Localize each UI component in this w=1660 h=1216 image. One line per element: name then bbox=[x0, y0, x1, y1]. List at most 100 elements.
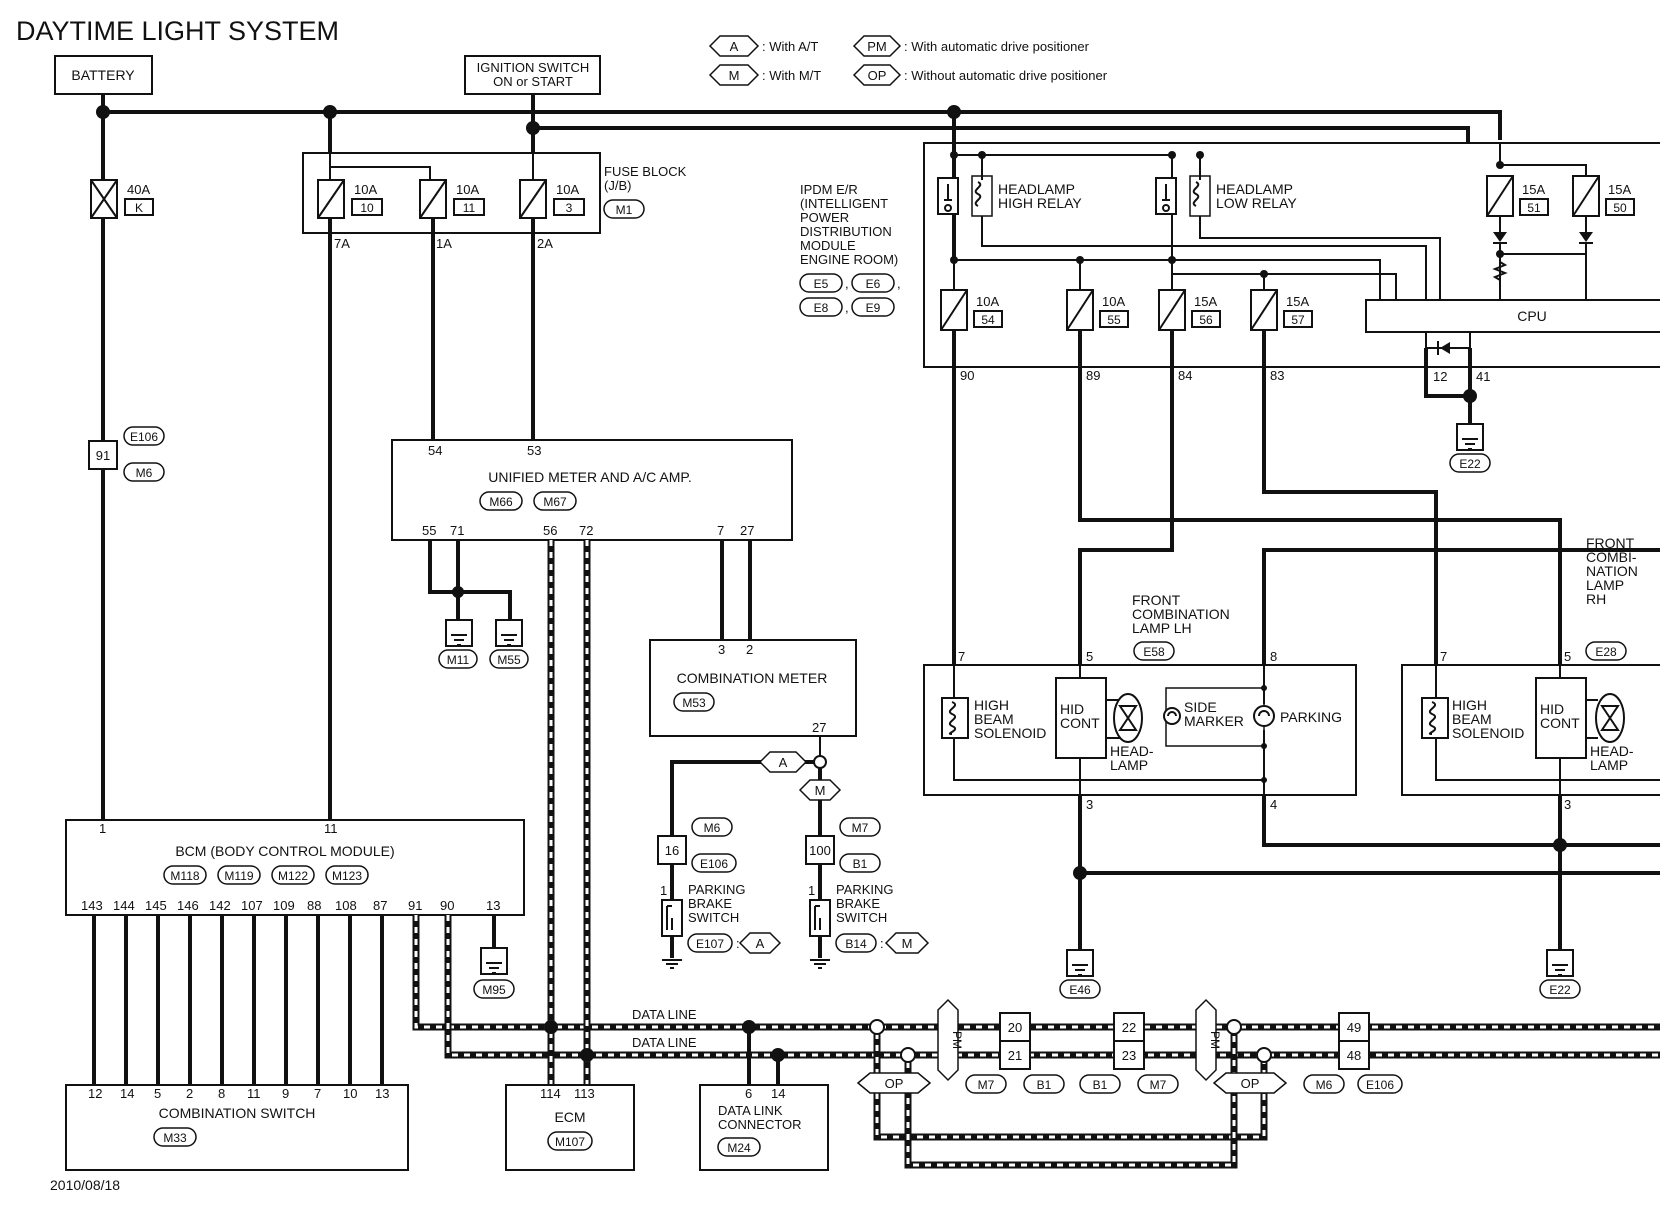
svg-text:49: 49 bbox=[1347, 1020, 1361, 1035]
svg-text:M7: M7 bbox=[978, 1078, 995, 1092]
svg-text:53: 53 bbox=[527, 443, 541, 458]
svg-text:: Without automatic drive posi: : Without automatic drive positioner bbox=[904, 68, 1108, 83]
svg-text:55: 55 bbox=[422, 523, 436, 538]
svg-text:SWITCH: SWITCH bbox=[688, 910, 739, 925]
svg-text:91: 91 bbox=[96, 448, 110, 463]
svg-text:7: 7 bbox=[958, 649, 965, 664]
svg-text:E22: E22 bbox=[1459, 457, 1481, 471]
svg-text:27: 27 bbox=[740, 523, 754, 538]
unified-meter: 54 53 UNIFIED METER AND A/C AMP. M66 M67… bbox=[391, 439, 793, 541]
svg-text:2: 2 bbox=[186, 1086, 193, 1101]
svg-text:LOW RELAY: LOW RELAY bbox=[1216, 195, 1297, 211]
svg-text:M11: M11 bbox=[447, 653, 470, 667]
svg-text:(INTELLIGENT: (INTELLIGENT bbox=[800, 196, 888, 211]
svg-text:15A: 15A bbox=[1522, 182, 1545, 197]
svg-text:COMBINATION: COMBINATION bbox=[1132, 606, 1230, 622]
svg-text:57: 57 bbox=[1291, 313, 1305, 327]
ground-m95 bbox=[473, 979, 515, 999]
svg-text:,: , bbox=[845, 276, 849, 291]
svg-text:10A: 10A bbox=[354, 182, 377, 197]
svg-text:72: 72 bbox=[579, 523, 593, 538]
svg-text:E6: E6 bbox=[866, 277, 881, 291]
svg-text:POWER: POWER bbox=[800, 210, 849, 225]
svg-text:SIDE: SIDE bbox=[1184, 699, 1217, 715]
svg-text:10A: 10A bbox=[456, 182, 479, 197]
svg-text:M1: M1 bbox=[616, 203, 633, 217]
svg-text:5: 5 bbox=[1564, 649, 1571, 664]
svg-text:BATTERY: BATTERY bbox=[71, 67, 135, 83]
svg-text:CONT: CONT bbox=[1060, 715, 1100, 731]
parking-brake-wiring: A M bbox=[670, 736, 842, 838]
svg-text:13: 13 bbox=[486, 898, 500, 913]
inline-connector-49-48: 49 48 M6 E106 bbox=[1303, 1012, 1403, 1094]
svg-text:10A: 10A bbox=[1102, 294, 1125, 309]
ipdm-fuse-54: 10A 54 bbox=[940, 289, 1003, 331]
svg-text:21: 21 bbox=[1008, 1048, 1022, 1063]
lamp-ground-wires: E46 E22 bbox=[1059, 795, 1660, 999]
svg-text:5: 5 bbox=[1086, 649, 1093, 664]
combination-meter: 3 2 COMBINATION METER M53 27 bbox=[649, 639, 857, 737]
svg-text:7A: 7A bbox=[334, 236, 350, 251]
fuse-block: 10A 10 10A 11 10A 3 7A 1A 2A FUSE BLOCK … bbox=[302, 152, 687, 251]
svg-text::: : bbox=[736, 936, 740, 951]
svg-text:144: 144 bbox=[113, 898, 135, 913]
svg-text:HEAD-: HEAD- bbox=[1110, 743, 1154, 759]
svg-text:IGNITION SWITCH: IGNITION SWITCH bbox=[477, 60, 590, 75]
svg-text:A: A bbox=[779, 755, 788, 770]
svg-text:M6: M6 bbox=[136, 466, 153, 480]
svg-text:M119: M119 bbox=[224, 869, 253, 883]
svg-text:84: 84 bbox=[1178, 368, 1192, 383]
ignition-switch: IGNITION SWITCH ON or START bbox=[464, 55, 601, 95]
svg-text:B1: B1 bbox=[1093, 1078, 1108, 1092]
svg-text:M95: M95 bbox=[482, 983, 506, 997]
svg-text:27: 27 bbox=[812, 720, 826, 735]
svg-text:109: 109 bbox=[273, 898, 295, 913]
ecm: 114 113 ECM M107 bbox=[505, 1084, 635, 1171]
svg-text:16: 16 bbox=[665, 843, 679, 858]
svg-text:2A: 2A bbox=[537, 236, 553, 251]
legend-item-pm: PM : With automatic drive positioner bbox=[852, 35, 1090, 57]
battery: BATTERY bbox=[54, 55, 153, 95]
svg-text:RH: RH bbox=[1586, 591, 1606, 607]
svg-text:8: 8 bbox=[1270, 649, 1277, 664]
svg-text:90: 90 bbox=[960, 368, 974, 383]
svg-text:PM: PM bbox=[867, 39, 887, 54]
svg-text:COMBINATION SWITCH: COMBINATION SWITCH bbox=[159, 1105, 316, 1121]
ipdm-fuse-55: 10A 55 bbox=[1066, 289, 1129, 331]
svg-text:E107: E107 bbox=[696, 937, 724, 951]
svg-text:54: 54 bbox=[981, 313, 995, 327]
svg-text:E28: E28 bbox=[1595, 645, 1617, 659]
svg-text:5: 5 bbox=[154, 1086, 161, 1101]
svg-text:M7: M7 bbox=[852, 821, 869, 835]
svg-text:E8: E8 bbox=[814, 301, 829, 315]
svg-text:51: 51 bbox=[1527, 201, 1541, 215]
svg-text:ENGINE ROOM): ENGINE ROOM) bbox=[800, 252, 898, 267]
svg-text:M55: M55 bbox=[497, 653, 521, 667]
svg-text:15A: 15A bbox=[1286, 294, 1309, 309]
svg-text:LAMP: LAMP bbox=[1110, 757, 1148, 773]
svg-text:3: 3 bbox=[566, 201, 573, 215]
svg-text:(J/B): (J/B) bbox=[604, 178, 631, 193]
svg-text:50: 50 bbox=[1613, 201, 1627, 215]
svg-text:BCM (BODY CONTROL MODULE): BCM (BODY CONTROL MODULE) bbox=[175, 843, 394, 859]
svg-text:HIGH: HIGH bbox=[974, 697, 1009, 713]
svg-text:2: 2 bbox=[746, 642, 753, 657]
svg-text:B1: B1 bbox=[1037, 1078, 1052, 1092]
data-line-label-1: DATA LINE bbox=[632, 1007, 697, 1022]
svg-text:FRONT: FRONT bbox=[1132, 592, 1181, 608]
svg-text:M107: M107 bbox=[555, 1135, 585, 1149]
svg-text:83: 83 bbox=[1270, 368, 1284, 383]
svg-text:CONNECTOR: CONNECTOR bbox=[718, 1117, 802, 1132]
svg-text:UNIFIED METER AND A/C AMP.: UNIFIED METER AND A/C AMP. bbox=[488, 469, 692, 485]
svg-text:114: 114 bbox=[540, 1086, 561, 1101]
svg-text:146: 146 bbox=[177, 898, 199, 913]
svg-text:20: 20 bbox=[1008, 1020, 1022, 1035]
svg-text:LAMP LH: LAMP LH bbox=[1132, 620, 1192, 636]
svg-text:6: 6 bbox=[745, 1086, 752, 1101]
svg-text:HEADLAMP: HEADLAMP bbox=[1216, 181, 1293, 197]
svg-text:COMBINATION METER: COMBINATION METER bbox=[677, 670, 828, 686]
svg-text:M67: M67 bbox=[543, 495, 567, 509]
svg-text:ECM: ECM bbox=[554, 1109, 585, 1125]
